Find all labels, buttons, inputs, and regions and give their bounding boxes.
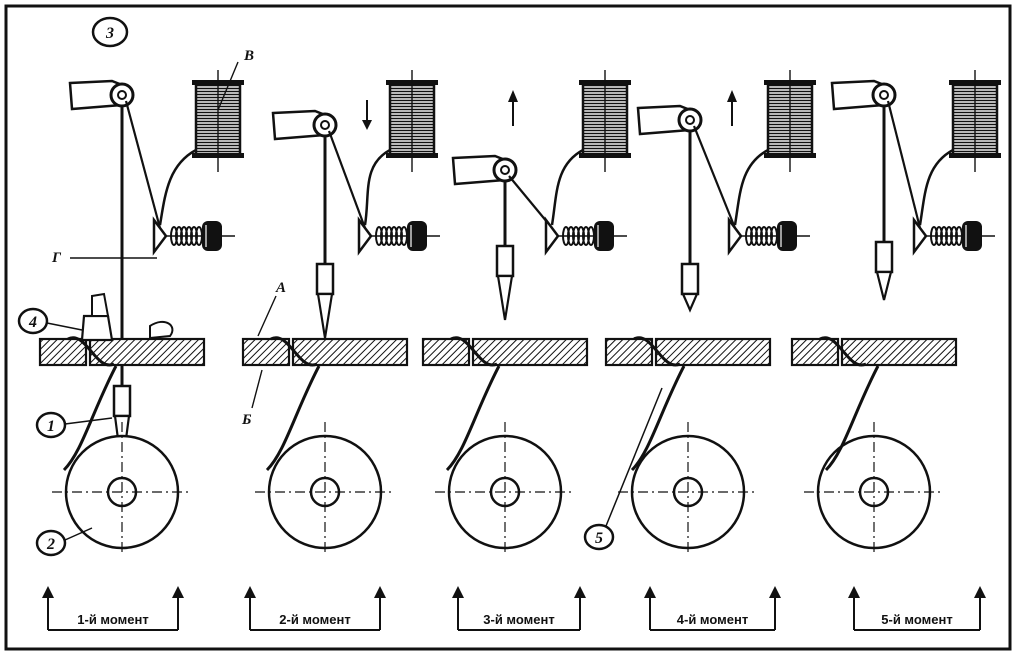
fabric-layers	[790, 336, 958, 367]
take-up-lever	[451, 154, 518, 186]
fabric-layers	[604, 336, 772, 367]
stage-caption: 3-й момент	[483, 612, 554, 627]
stage-caption-bracket: 4-й момент	[644, 586, 781, 631]
callout-3: 3	[91, 16, 129, 48]
upper-thread-top	[550, 148, 584, 226]
take-up-lever	[68, 79, 135, 111]
tension-device	[727, 216, 810, 256]
callout-4: 4	[17, 307, 83, 335]
fabric-layers	[38, 336, 206, 367]
stage-1: 1-й момент	[38, 70, 244, 631]
tension-device	[912, 216, 995, 256]
letter-b: Б	[241, 412, 252, 428]
needle	[112, 105, 132, 471]
thread-spool	[386, 70, 438, 172]
callout-3-label: 3	[105, 25, 114, 42]
diagram-frame	[4, 4, 1012, 651]
thread-spool	[949, 70, 1001, 172]
bobbin-hook	[618, 422, 758, 554]
stages-layer: 1-й момент 2-й момент 3-й момент 4-й момент…	[38, 70, 1001, 631]
thread-loop	[62, 365, 118, 472]
stage-5: 5-й момент	[790, 70, 1001, 631]
bobbin-hook	[255, 422, 395, 554]
upper-thread-top	[158, 148, 197, 226]
stage-caption-bracket: 2-й момент	[244, 586, 386, 631]
thread-loop	[630, 365, 686, 472]
callout-5-label: 5	[595, 530, 603, 547]
upper-thread-top	[363, 148, 391, 226]
take-up-lever	[830, 79, 897, 111]
thread-loop	[824, 365, 880, 472]
callout-1-label: 1	[47, 418, 55, 435]
fabric-layers	[241, 336, 409, 367]
stage-4: 4-й момент	[604, 70, 816, 631]
stage-caption: 5-й момент	[881, 612, 952, 627]
thread-spool	[764, 70, 816, 172]
letter-v: В	[243, 48, 254, 64]
tension-device	[357, 216, 440, 256]
thread-loop	[445, 365, 501, 472]
needle	[315, 135, 335, 339]
fabric-layers	[421, 336, 589, 367]
stage-caption: 1-й момент	[77, 612, 148, 627]
stage-caption-bracket: 1-й момент	[42, 586, 184, 631]
bobbin-hook	[52, 422, 192, 554]
letter-g: Г	[51, 250, 62, 266]
tension-device	[544, 216, 627, 256]
upper-thread-top	[918, 148, 954, 226]
callout-2: 2	[35, 527, 93, 557]
bobbin-hook	[804, 422, 944, 554]
tension-device	[152, 216, 235, 256]
bobbin-hook	[435, 422, 575, 554]
take-up-lever	[271, 109, 338, 141]
callout-5: 5	[583, 387, 663, 551]
callout-2-label: 2	[46, 536, 55, 553]
stage-3: 3-й момент	[421, 70, 631, 631]
thread-loop	[265, 365, 321, 472]
stage-caption-bracket: 3-й момент	[452, 586, 586, 631]
presser-foot	[80, 292, 174, 342]
upper-thread-top	[733, 148, 769, 226]
thread-spool	[579, 70, 631, 172]
stage-2: 2-й момент	[241, 70, 440, 631]
needle	[495, 180, 515, 321]
callout-4-label: 4	[28, 314, 37, 331]
stage-caption-bracket: 5-й момент	[848, 586, 986, 631]
stage-caption: 4-й момент	[677, 612, 748, 627]
needle	[874, 105, 894, 301]
stage-caption: 2-й момент	[279, 612, 350, 627]
thread-spool	[192, 70, 244, 172]
take-up-lever	[636, 104, 703, 136]
letter-a: А	[275, 280, 286, 296]
needle	[680, 130, 700, 313]
callout-1: 1	[35, 411, 113, 439]
